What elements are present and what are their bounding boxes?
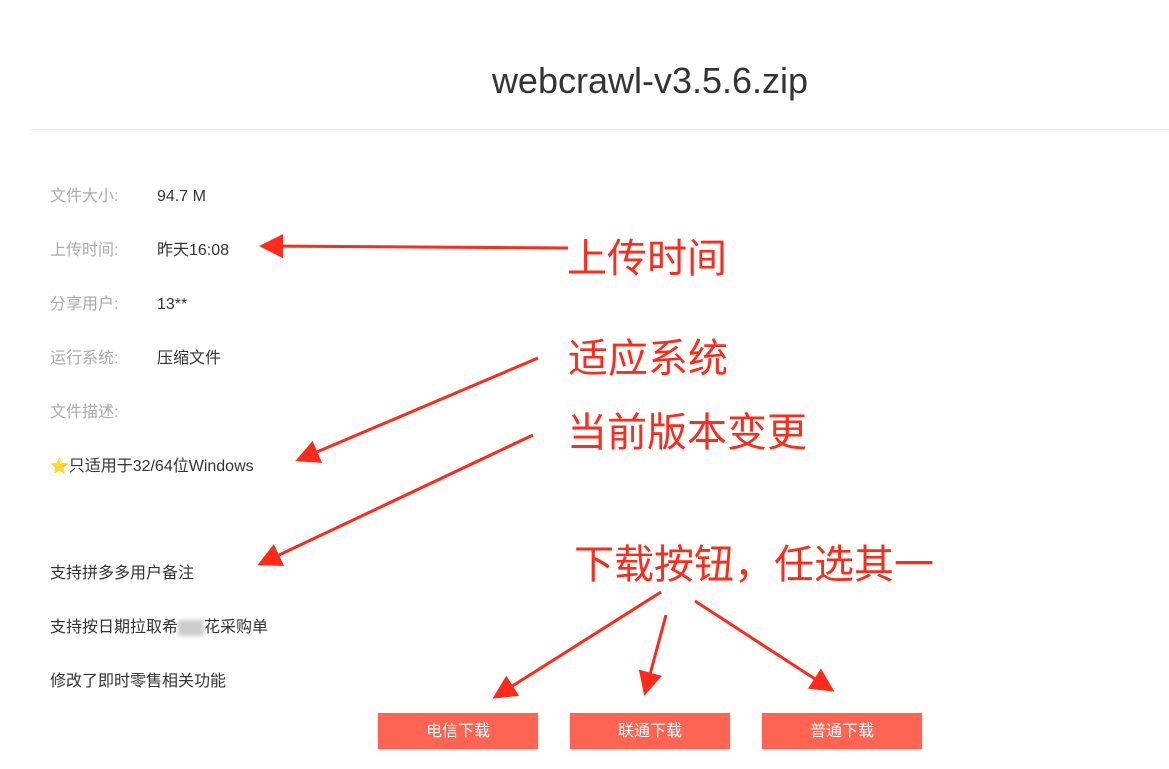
- desc-line-3: 支持按日期拉取希花采购单: [50, 619, 269, 636]
- arrow-telecom: [492, 590, 662, 699]
- divider: [30, 129, 1169, 130]
- annotation-version: 当前版本变更: [567, 411, 807, 455]
- info-upload-time: 上传时间:昨天16:08: [50, 242, 230, 259]
- telecom-download-button[interactable]: 电信下载: [378, 713, 538, 749]
- desc-line-2: 支持拼多多用户备注: [50, 565, 195, 582]
- arrow-system: [295, 356, 539, 463]
- annotation-upload-time: 上传时间: [567, 237, 727, 281]
- arrow-version: [257, 433, 534, 566]
- normal-download-button[interactable]: 普通下载: [762, 713, 922, 749]
- arrow-upload-time: [259, 234, 569, 259]
- arrow-unicom: [638, 614, 668, 696]
- redacted-text: [178, 619, 205, 636]
- unicom-download-button[interactable]: 联通下载: [570, 713, 730, 749]
- arrow-normal: [694, 599, 835, 692]
- info-user: 分享用户:13**: [50, 296, 188, 313]
- info-description: 文件描述:: [50, 404, 119, 421]
- info-system: 运行系统:压缩文件: [50, 350, 222, 367]
- annotation-system: 适应系统: [568, 337, 728, 381]
- file-title: webcrawl-v3.5.6.zip: [491, 60, 809, 101]
- desc-line-1: ⭐只适用于32/64位Windows: [50, 458, 254, 475]
- info-size: 文件大小:94.7 M: [50, 188, 206, 205]
- desc-line-4: 修改了即时零售相关功能: [50, 673, 227, 690]
- annotation-download: 下载按钮，任选其一: [574, 543, 934, 587]
- star-icon: ⭐: [50, 458, 69, 475]
